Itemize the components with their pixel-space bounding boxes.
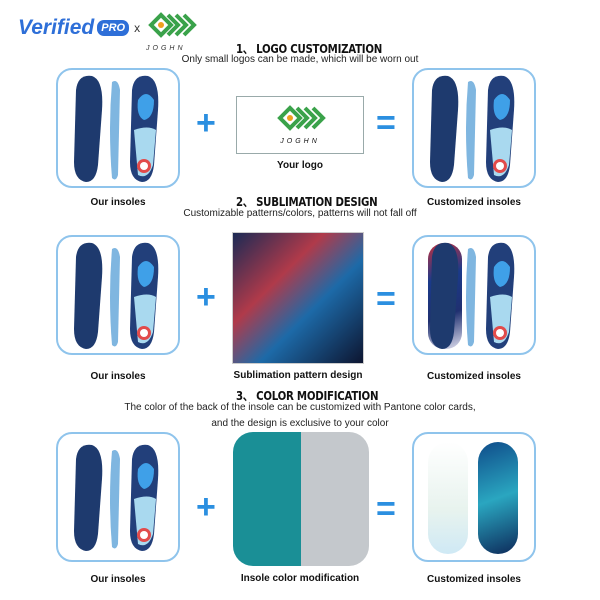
joghn-logo: JOGHN: [146, 10, 198, 52]
pro-badge: PRO: [97, 20, 130, 36]
your-logo-caption: Your logo: [277, 160, 323, 171]
plus-icon: +: [196, 104, 216, 142]
our-insoles-caption-1: Our insoles: [90, 197, 146, 208]
customized-insoles-image-2: [412, 235, 536, 355]
joghn-wordmark: JOGHN: [280, 138, 320, 145]
customized-insoles-image-1: [412, 68, 536, 188]
gray-swatch: [301, 432, 369, 566]
sublimation-pattern-caption: Sublimation pattern design: [233, 370, 363, 381]
our-insoles-caption-3: Our insoles: [90, 574, 146, 585]
color-swatch-card: [233, 432, 369, 566]
customized-insoles-caption-2: Customized insoles: [427, 371, 521, 382]
our-insoles-image-3: [56, 432, 180, 562]
section-1-subtitle: Only small logos can be made, which will…: [181, 54, 419, 65]
your-logo-box: JOGHN: [236, 96, 364, 154]
section-2-subtitle: Customizable patterns/colors, patterns w…: [183, 208, 417, 219]
x-separator: x: [134, 21, 141, 35]
our-insoles-caption-2: Our insoles: [90, 371, 146, 382]
equals-icon: =: [376, 280, 396, 318]
our-insoles-image-1: [56, 68, 180, 188]
verified-text: Verified: [18, 16, 95, 39]
customized-insoles-caption-1: Customized insoles: [427, 197, 521, 208]
joghn-logo-icon: [149, 13, 196, 37]
equals-icon: =: [376, 490, 396, 528]
plus-icon: +: [196, 488, 216, 526]
sublimation-pattern-image: [232, 232, 364, 364]
joghn-logo-icon: [278, 106, 325, 130]
our-insoles-image-2: [56, 235, 180, 355]
color-modification-caption: Insole color modification: [240, 573, 360, 584]
customized-insoles-caption-3: Customized insoles: [427, 574, 521, 585]
section-1-heading: 1、 LOGO CUSTOMIZATION: [236, 42, 383, 56]
section-3-heading: 3、 COLOR MODIFICATION: [236, 389, 379, 403]
customized-insoles-image-3: [412, 432, 536, 562]
plus-icon: +: [196, 278, 216, 316]
teal-swatch: [233, 432, 301, 566]
section-3-subtitle-2: and the design is exclusive to your colo…: [211, 418, 389, 429]
section-3-subtitle: The color of the back of the insole can …: [124, 402, 476, 413]
verified-pro-logo: Verified PRO x: [18, 16, 140, 40]
joghn-wordmark: JOGHN: [146, 45, 186, 52]
equals-icon: =: [376, 104, 396, 142]
section-2-heading: 2、 SUBLIMATION DESIGN: [236, 195, 378, 209]
